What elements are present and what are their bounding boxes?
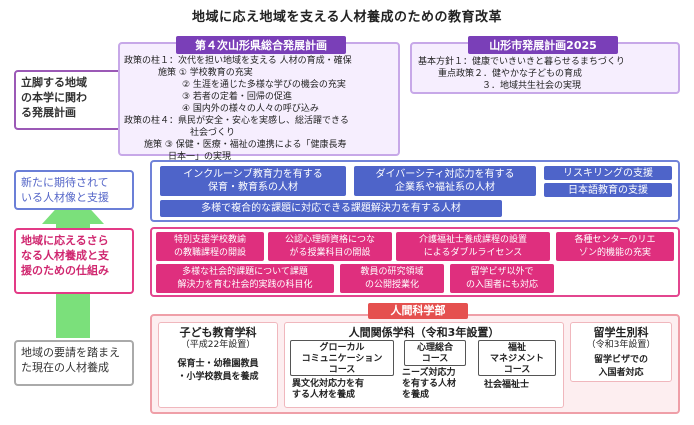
course-psychology: 心理総合 コース: [404, 340, 466, 366]
left-label-new-talent: 新たに期待されて いる人材像と支援: [14, 170, 134, 210]
child-education-year: （平成22年設置）: [180, 340, 256, 350]
talent-problem-solving: 多様で複合的な課題に対応できる課題解決力を有する人材: [160, 200, 502, 217]
mechanism-psychologist-courses: 公認心理師資格につな がる授業科目の開設: [268, 232, 392, 261]
left-label-mechanism: 地域に応えるさら なる人材養成と支 援のための仕組み: [14, 228, 134, 294]
intl-student-box: 留学生別科 （令和3年設置） 留学ビザでの 入国者対応: [570, 322, 672, 382]
mechanism-open-classes: 教員の研究領域 の公開授業化: [340, 264, 444, 293]
talent-japanese-education: 日本語教育の支援: [544, 183, 672, 197]
prefecture-plan-panel: [118, 42, 400, 156]
department-tag: 人間科学部: [368, 303, 468, 319]
left-label-current-training: 地域の要請を踏まえ た現在の人材養成: [14, 340, 134, 386]
talent-reskilling: リスキリングの支援: [544, 166, 672, 180]
talent-inclusive-education: インクルーシブ教育力を有する 保育・教育系の人材: [160, 166, 346, 196]
intl-student-title: 留学生別科: [593, 326, 649, 339]
prefecture-plan-body: 政策の柱１：次代を担い地域を支える 人材の育成・確保 施策 ① 学校教育の充実 …: [124, 56, 352, 162]
mechanism-care-worker-license: 介護福祉士養成課程の設置 によるダブルライセンス: [396, 232, 550, 261]
mechanism-non-student-visa: 留学ビザ以外で の入国者にも対応: [450, 264, 554, 293]
child-education-title: 子ども教育学科: [179, 326, 257, 339]
city-plan-body: 基本方針１：健康でいきいきと暮らせるまちづくり 重点政策２．健やかな子どもの育成…: [418, 57, 625, 91]
child-education-box: 子ども教育学科 （平成22年設置） 保育士・幼稚園教員 ・小学校教員を養成: [158, 322, 278, 408]
intl-student-year: （令和3年設置）: [586, 340, 656, 350]
course-welfare-management: 福祉 マネジメント コース: [478, 340, 556, 376]
course-glocal-desc: 異文化対応力を有 する人材を養成: [292, 379, 365, 400]
city-plan-title: 山形市発展計画2025: [468, 36, 618, 54]
mechanism-social-practice-courses: 多様な社会的課題について課題 解決力を育む社会的実践の科目化: [156, 264, 334, 293]
course-welfare-desc: 社会福祉士: [484, 380, 530, 390]
page-title: 地域に応え地域を支える人材養成のための教育改革: [191, 10, 503, 25]
prefecture-plan-title: 第４次山形県総合発展計画: [176, 36, 346, 54]
course-glocal-communication: グローカル コミュニケーション コース: [290, 340, 394, 376]
talent-diversity: ダイバーシティ対応力を有する 企業系や福祉系の人材: [354, 166, 536, 196]
human-relations-title: 人間関係学科（令和3年設置）: [348, 326, 500, 339]
left-label-regional-plan: 立脚する地域 の本学に関わ る発展計画: [14, 70, 134, 130]
course-psychology-desc: ニーズ対応力 を有する人材 を養成: [402, 368, 457, 400]
mechanism-special-support-teacher: 特別支援学校教諭 の教職課程の開設: [156, 232, 264, 261]
mechanism-liaison-function: 各種センターのリエ ゾン的機能の充実: [556, 232, 674, 261]
